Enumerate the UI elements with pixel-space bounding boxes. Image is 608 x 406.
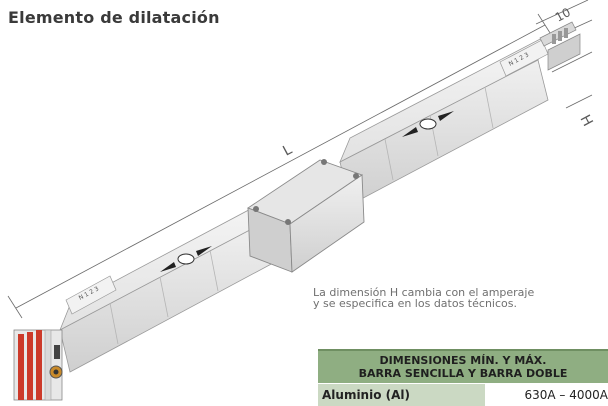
end-connector-right <box>540 22 580 70</box>
busbar-left-section <box>60 196 275 372</box>
table-row-label: Aluminio (Al) <box>318 384 485 406</box>
table-header-line-1: DIMENSIONES MÍN. Y MÁX. <box>380 354 547 367</box>
dimension-note: La dimensión H cambia con el amperaje y … <box>313 287 534 309</box>
table-header: DIMENSIONES MÍN. Y MÁX. BARRA SENCILLA Y… <box>318 349 608 383</box>
dim-h-label: H <box>576 112 595 129</box>
note-line-2: y se especifica en los datos técnicos. <box>313 298 534 309</box>
end-connector-left <box>14 330 62 400</box>
dimension-l: L <box>8 14 552 318</box>
table-row-value: 630A – 4000A <box>485 384 608 406</box>
table-row: Aluminio (Al) 630A – 4000A <box>318 383 608 406</box>
dim-l-label: L <box>280 142 295 160</box>
dimensions-table: DIMENSIONES MÍN. Y MÁX. BARRA SENCILLA Y… <box>318 349 608 406</box>
expansion-joint <box>248 159 364 272</box>
busbar-expansion-drawing: L 10 H <box>0 0 592 403</box>
table-header-line-2: BARRA SENCILLA Y BARRA DOBLE <box>359 367 568 380</box>
